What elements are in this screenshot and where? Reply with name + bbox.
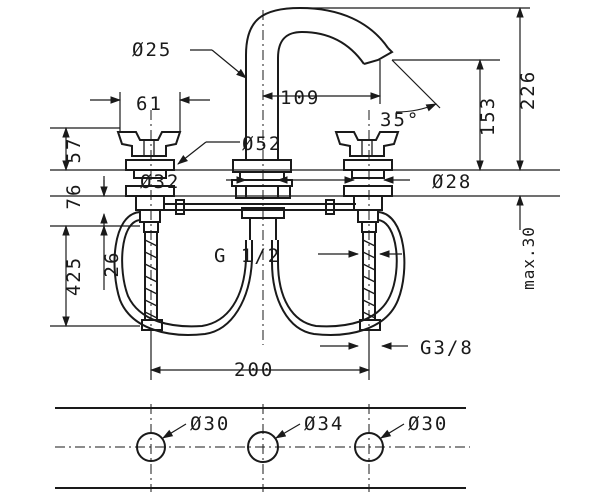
dimension-lines	[50, 6, 560, 380]
left-handle-valve	[116, 110, 182, 345]
label-h153: 153	[477, 96, 499, 136]
hole-layout: Ø30 Ø34 Ø30	[55, 404, 470, 492]
label-w61: 61	[136, 93, 163, 115]
hole-right	[354, 432, 384, 462]
label-hole-right: Ø30	[408, 413, 448, 435]
label-d32: Ø32	[140, 171, 180, 193]
dimension-labels: Ø25 61 109 35° Ø52 Ø32 Ø28 G 1/2 G3/8 20…	[63, 39, 539, 381]
label-g38: G3/8	[420, 337, 474, 359]
label-a35: 35°	[380, 109, 420, 131]
spout	[245, 6, 394, 345]
label-hole-center: Ø34	[304, 413, 344, 435]
label-w200: 200	[234, 359, 274, 381]
label-hole-left: Ø30	[190, 413, 230, 435]
label-h425: 425	[63, 256, 85, 296]
label-h76: 76	[63, 183, 85, 210]
connection-hoses	[113, 199, 406, 336]
right-handle-valve	[334, 110, 400, 345]
label-d28: Ø28	[432, 171, 472, 193]
label-d25: Ø25	[132, 39, 172, 61]
spout-base	[231, 159, 293, 240]
label-max30: max.30	[519, 226, 538, 290]
hole-center	[247, 431, 279, 463]
label-h26: 26	[101, 251, 123, 278]
hole-left	[136, 432, 166, 462]
label-h57: 57	[63, 137, 85, 164]
label-d52: Ø52	[242, 133, 282, 155]
label-g12: G 1/2	[214, 245, 281, 267]
label-h226: 226	[517, 70, 539, 110]
label-w109: 109	[280, 87, 320, 109]
